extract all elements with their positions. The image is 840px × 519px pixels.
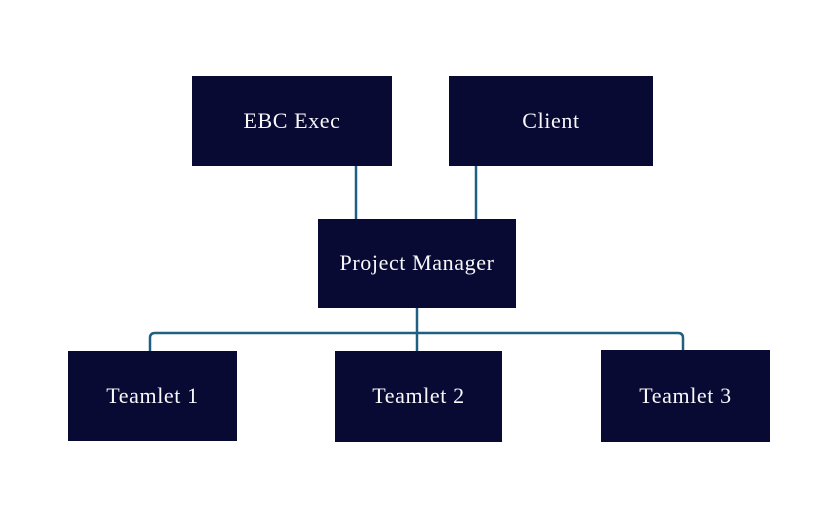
org-node-client[interactable]: Client [449, 76, 653, 166]
org-node-label-client: Client [522, 107, 580, 133]
org-node-label-teamlet-3: Teamlet 3 [639, 382, 732, 408]
org-node-label-ebc-exec: EBC Exec [243, 107, 341, 133]
org-node-label-teamlet-2: Teamlet 2 [372, 383, 465, 409]
org-node-ebc-exec[interactable]: EBC Exec [192, 76, 392, 166]
org-node-label-project-manager: Project Manager [339, 250, 495, 276]
connector-project-manager-to-teamlet-1 [148, 331, 417, 352]
org-node-teamlet-2[interactable]: Teamlet 2 [335, 351, 502, 442]
org-node-label-teamlet-1: Teamlet 1 [106, 382, 199, 408]
org-node-project-manager[interactable]: Project Manager [318, 219, 516, 308]
connector-project-manager-to-teamlet-3 [417, 331, 685, 352]
org-node-teamlet-3[interactable]: Teamlet 3 [601, 350, 770, 442]
org-node-teamlet-1[interactable]: Teamlet 1 [68, 351, 237, 441]
